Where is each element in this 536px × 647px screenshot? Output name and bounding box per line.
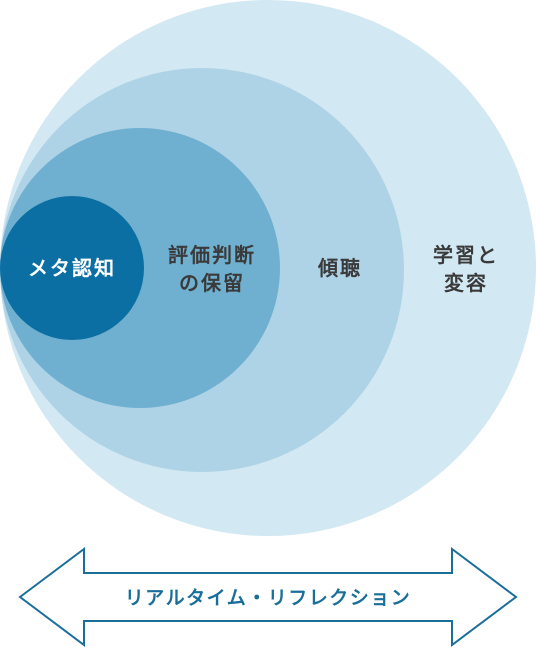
double-arrow — [18, 547, 518, 647]
label-learning-transformation-line1: 学習と — [433, 243, 499, 267]
circle-metacognition — [0, 196, 144, 340]
label-suspend-judgment-line2: の保留 — [179, 271, 245, 295]
label-learning-transformation-line2: 変容 — [444, 271, 488, 295]
label-suspend-judgment-line1: 評価判断 — [168, 243, 256, 267]
label-listening: 傾聴 — [317, 256, 362, 280]
arrow-label-realtime-reflection: リアルタイム・リフレクション — [125, 587, 411, 609]
label-metacognition: メタ認知 — [28, 256, 116, 280]
